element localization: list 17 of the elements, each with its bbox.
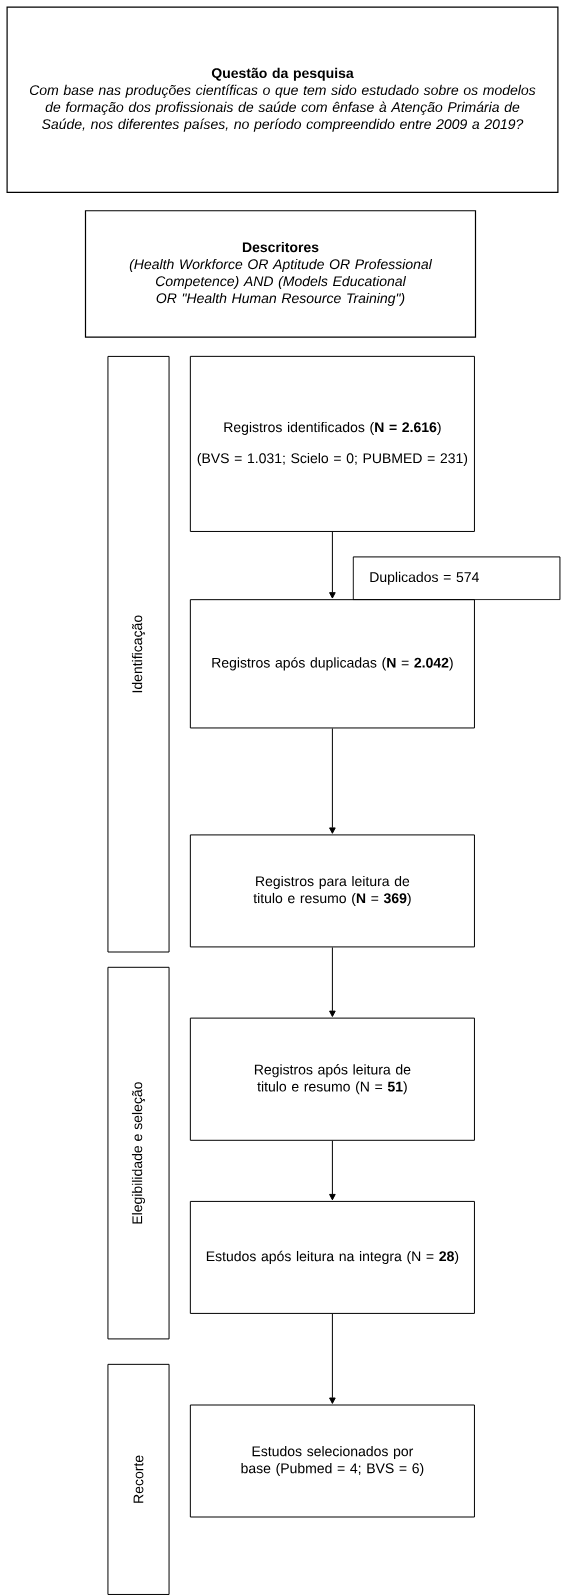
- note-box: Duplicados = 574: [352, 556, 561, 601]
- arrow: [329, 1140, 336, 1201]
- text-box: Questão da pesquisa Com base nas produções científicas o que tem sido estudado sobre os modelos de formação dos profissionais de saúde com ênfase à Atenção Primária de Saúde, nos diferentes países, no período compreendido entre 2009 a 2019?: [6, 6, 559, 194]
- process-box: Registros após leitura de titulo e resumo (N = 51): [189, 1017, 475, 1141]
- process-box: Estudos após leitura na integra (N = 28): [189, 1200, 475, 1314]
- process-box: Registros para leitura de titulo e resumo (N = 369): [189, 834, 475, 948]
- process-box: Estudos selecionados por base (Pubmed = 4; BVS = 6): [189, 1404, 475, 1518]
- stage-band: Identificação: [107, 355, 170, 953]
- arrow: [329, 727, 336, 834]
- arrow: [329, 531, 336, 599]
- process-box: Registros identificados (N = 2.616) (BVS = 1.031; Scielo = 0; PUBMED = 231): [189, 355, 475, 532]
- stage-band: Recorte: [107, 1363, 170, 1595]
- stage-band: Elegibilidade e seleção: [107, 966, 170, 1340]
- arrow: [329, 1313, 336, 1404]
- process-box: Registros após duplicadas (N = 2.042): [189, 599, 475, 729]
- text-box: Descritores (Health Workforce OR Aptitude OR Professional Competence) AND (Models Educational OR "Health Human Resource Training"): [84, 210, 477, 338]
- arrow: [329, 946, 336, 1017]
